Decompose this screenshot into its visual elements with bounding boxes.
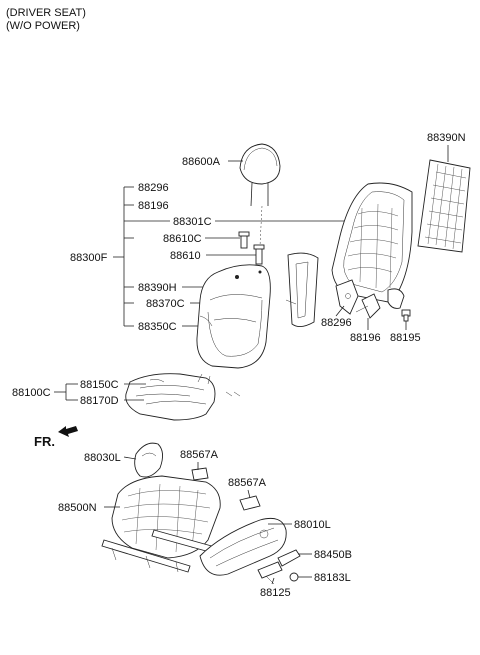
cover-88030L[interactable] bbox=[134, 442, 163, 478]
label-88170D[interactable]: 88170D bbox=[80, 395, 119, 407]
label-88370C[interactable]: 88370C bbox=[146, 298, 185, 310]
seat-cushion-part[interactable] bbox=[125, 373, 216, 421]
side-shield-part[interactable] bbox=[199, 517, 287, 576]
headrest-guide-88610C[interactable] bbox=[238, 231, 250, 249]
clip-88567A-2[interactable] bbox=[239, 495, 261, 511]
label-88195[interactable]: 88195 bbox=[390, 332, 421, 344]
header-line-1: (DRIVER SEAT) bbox=[6, 7, 86, 19]
label-88296-bottom[interactable]: 88296 bbox=[321, 317, 352, 329]
label-88150C[interactable]: 88150C bbox=[80, 379, 119, 391]
label-88296-top[interactable]: 88296 bbox=[138, 182, 169, 194]
label-88350C[interactable]: 88350C bbox=[138, 321, 177, 333]
cap-88183L[interactable] bbox=[289, 572, 299, 582]
recliner-cover-right bbox=[387, 288, 405, 309]
label-88100C[interactable]: 88100C bbox=[12, 387, 51, 399]
label-88567A-2[interactable]: 88567A bbox=[228, 477, 267, 489]
label-88500N[interactable]: 88500N bbox=[58, 502, 97, 514]
label-88010L[interactable]: 88010L bbox=[294, 519, 331, 531]
header-line-2: (W/O POWER) bbox=[6, 20, 80, 32]
clip-88567A-1[interactable] bbox=[191, 467, 209, 481]
label-88196-bottom[interactable]: 88196 bbox=[350, 332, 381, 344]
back-board-part[interactable] bbox=[285, 252, 319, 327]
recliner-bracket-88196[interactable] bbox=[355, 293, 381, 319]
group-bracket-88300F bbox=[113, 186, 170, 327]
label-88300F[interactable]: 88300F bbox=[70, 252, 108, 264]
handle-88125[interactable] bbox=[257, 561, 283, 585]
recliner-bracket-88296[interactable] bbox=[335, 279, 359, 315]
leader-88296-bottom bbox=[335, 305, 345, 317]
guide-dash-line bbox=[259, 205, 263, 247]
label-88390N[interactable]: 88390N bbox=[427, 132, 466, 144]
leader-88567A-2 bbox=[247, 489, 251, 499]
label-88196-top[interactable]: 88196 bbox=[138, 200, 169, 212]
label-88301C[interactable]: 88301C bbox=[173, 216, 212, 228]
headrest-part[interactable] bbox=[239, 143, 281, 207]
front-label: FR. bbox=[34, 434, 55, 449]
bolt-88195[interactable] bbox=[401, 309, 411, 322]
label-88610[interactable]: 88610 bbox=[170, 250, 201, 262]
front-arrow-icon bbox=[58, 426, 78, 437]
label-88600A[interactable]: 88600A bbox=[182, 156, 221, 168]
seatback-cover-part[interactable] bbox=[196, 264, 271, 369]
seat-hooks bbox=[197, 373, 241, 397]
seatback-pad-88350C[interactable] bbox=[199, 315, 213, 327]
label-88610C[interactable]: 88610C bbox=[163, 233, 202, 245]
label-88125[interactable]: 88125 bbox=[260, 587, 291, 599]
headrest-guide-88610[interactable] bbox=[253, 244, 265, 265]
group-bracket-88100C bbox=[54, 383, 78, 401]
leader-88030L bbox=[123, 456, 137, 460]
lever-88450B[interactable] bbox=[277, 549, 301, 567]
leader-88125 bbox=[271, 577, 275, 585]
back-mesh-part[interactable] bbox=[417, 159, 471, 253]
label-88030L[interactable]: 88030L bbox=[84, 452, 121, 464]
seat-cushion-pad-88150C[interactable] bbox=[149, 379, 165, 383]
label-88183L[interactable]: 88183L bbox=[314, 572, 351, 584]
label-88390H[interactable]: 88390H bbox=[138, 282, 177, 294]
label-88450B[interactable]: 88450B bbox=[314, 549, 352, 561]
label-88567A-1[interactable]: 88567A bbox=[180, 449, 219, 461]
